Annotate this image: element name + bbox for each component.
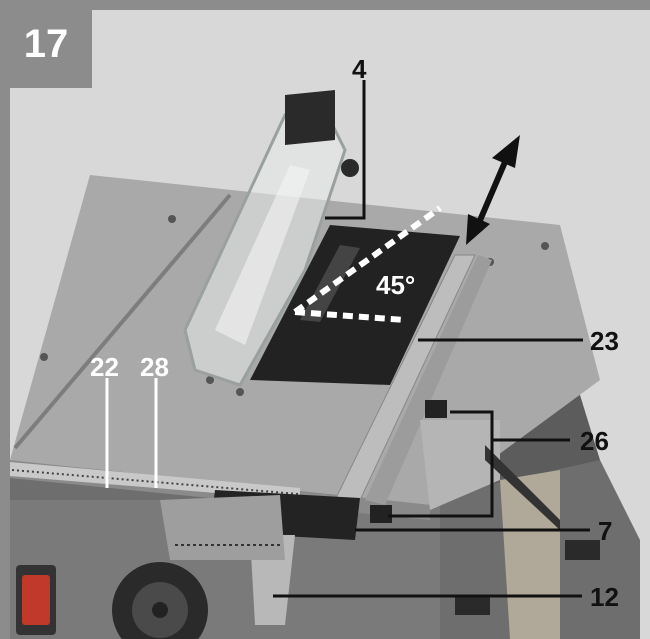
callout-12: 12 [590, 582, 619, 612]
callout-7: 7 [598, 516, 613, 546]
figure-number-badge: 17 [0, 0, 92, 88]
callout-4: 4 [352, 54, 367, 84]
angle-label-45: 45° [376, 270, 416, 300]
callout-26: 26 [580, 426, 609, 456]
callout-23: 23 [590, 326, 619, 356]
callout-22: 22 [90, 352, 119, 382]
callout-28: 28 [140, 352, 169, 382]
